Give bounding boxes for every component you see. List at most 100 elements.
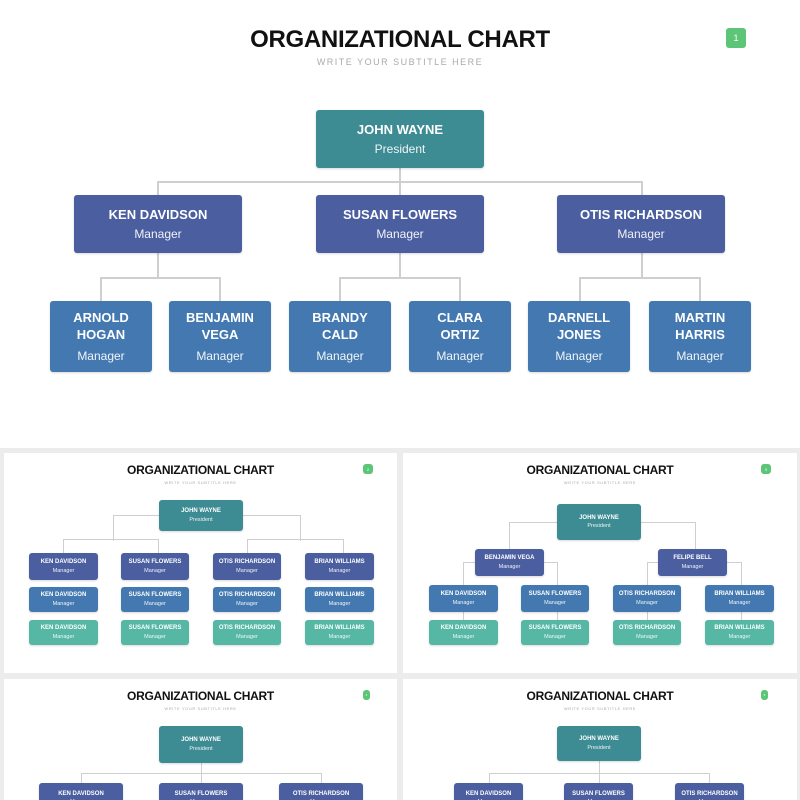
connector-line	[247, 539, 344, 540]
connector-line	[399, 181, 401, 195]
slide-title: ORGANIZATIONAL CHART	[127, 463, 274, 477]
connector-line	[158, 539, 159, 553]
connector-line	[647, 562, 648, 585]
page-number-badge: 3	[761, 464, 771, 474]
connector-line	[300, 515, 301, 541]
node-role: Manager	[676, 348, 724, 363]
connector-line	[63, 539, 64, 553]
employee-node[interactable]: CLARA ORTIZ Manager	[409, 301, 511, 372]
connector-line	[695, 522, 696, 549]
connector-line	[113, 515, 159, 516]
connector-line	[509, 522, 557, 523]
node-name: KEN DAVIDSON	[465, 790, 512, 797]
node-name: BRIAN WILLIAMS	[314, 625, 365, 632]
node-role: President	[189, 745, 213, 752]
connector-line	[463, 562, 475, 563]
node-name: SUSAN FLOWERS	[528, 625, 582, 632]
node-role: Manager	[196, 348, 244, 363]
connector-line	[343, 539, 344, 553]
node-name: JOHN WAYNE	[579, 514, 619, 521]
connector-line	[509, 522, 510, 549]
node-name: FELIPE BELL	[673, 555, 712, 562]
node-role: Manager	[77, 348, 125, 363]
node-role: Manager	[498, 563, 521, 570]
connector-line	[641, 522, 696, 523]
node-role: Manager	[636, 633, 658, 640]
node-name: BRIAN WILLIAMS	[714, 591, 765, 598]
node-role: Manager	[236, 567, 258, 574]
connector-line	[557, 612, 558, 620]
node-name: KEN DAVIDSON	[440, 591, 487, 598]
node-role: President	[189, 516, 213, 523]
connector-line	[699, 277, 701, 301]
node-role: Manager	[328, 567, 351, 574]
node-role: Manager	[436, 348, 484, 363]
node-name: SUSAN FLOWERS	[528, 591, 582, 598]
connector-line	[157, 253, 159, 278]
node-role: Manager	[52, 600, 75, 607]
connector-line	[741, 562, 742, 585]
connector-line	[463, 562, 464, 585]
node-name: BRIAN WILLIAMS	[314, 592, 365, 599]
node-name: OTIS RICHARDSON	[292, 790, 350, 797]
connector-line	[81, 773, 82, 783]
node-role: Manager	[636, 599, 658, 606]
node-role: Manager	[617, 227, 665, 242]
node-role: Manager	[144, 567, 166, 574]
slide-title: ORGANIZATIONAL CHART	[250, 26, 550, 53]
connector-line	[219, 277, 221, 301]
page-number-badge: 1	[726, 28, 746, 48]
node-role: Manager	[144, 600, 166, 607]
node-name: JOHN WAYNE	[181, 737, 221, 744]
connector-line	[63, 539, 159, 540]
node-name: KEN DAVIDSON	[440, 625, 487, 632]
connector-line	[243, 515, 301, 516]
node-name: CLARA ORTIZ	[437, 310, 483, 342]
